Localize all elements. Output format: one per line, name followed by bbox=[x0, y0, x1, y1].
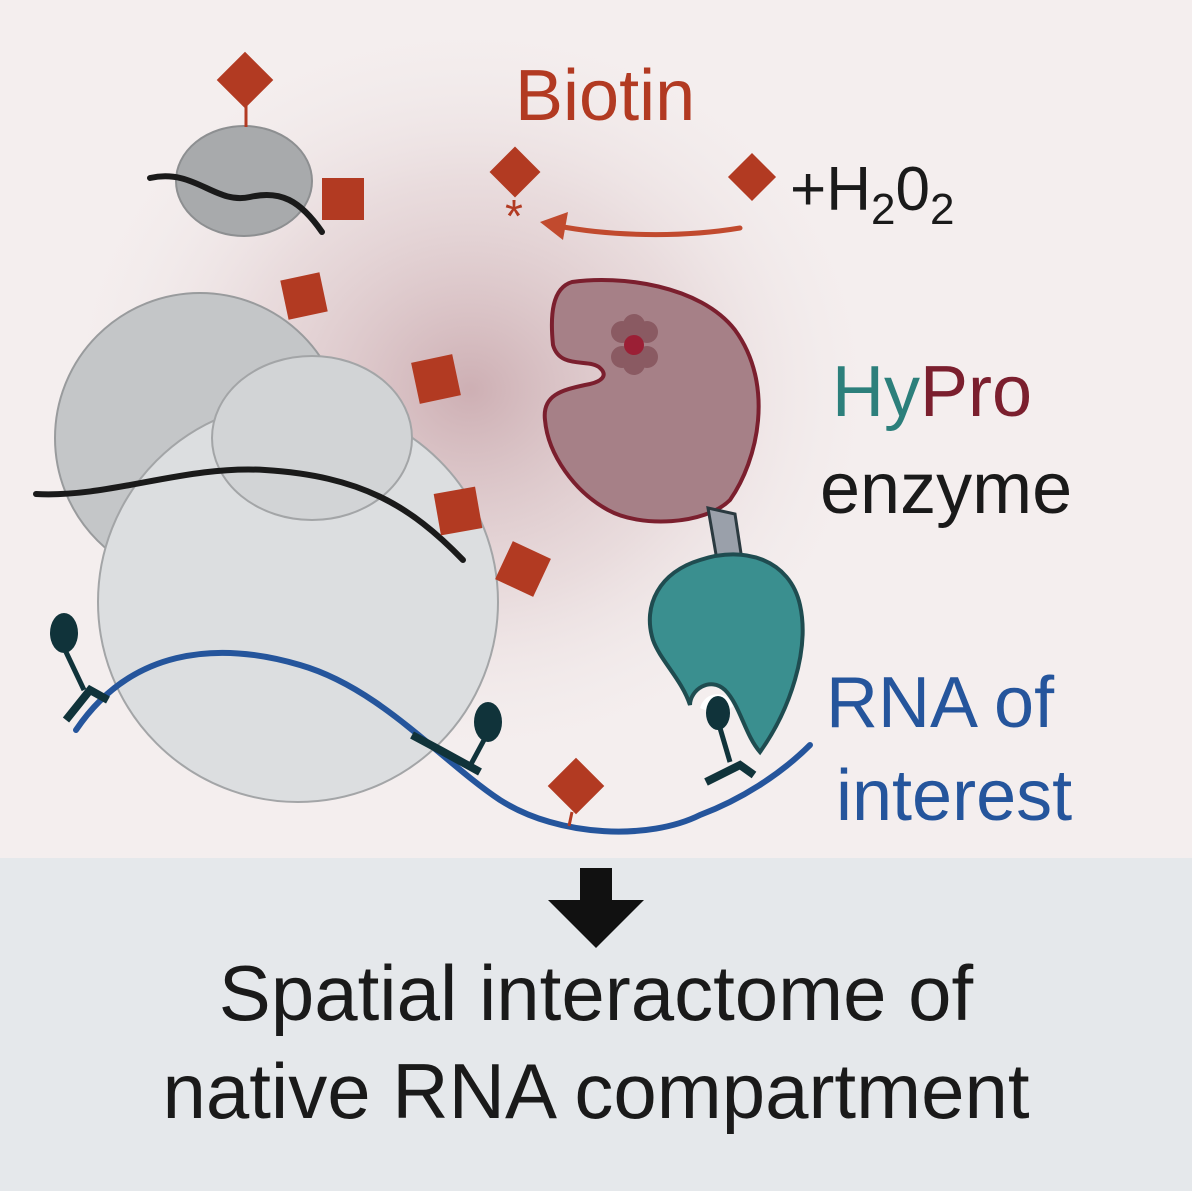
reaction-arrow-shaft bbox=[555, 223, 743, 238]
down-arrow-icon bbox=[548, 868, 644, 948]
complex-rna-strand bbox=[33, 466, 466, 563]
rna-label-line2: interest bbox=[836, 756, 1072, 836]
small-protein-complex bbox=[175, 125, 313, 237]
h2o2-label: +H202 bbox=[790, 155, 954, 234]
probe-icon bbox=[410, 702, 502, 776]
probe-icon bbox=[704, 696, 757, 786]
biotin-tag-square bbox=[280, 272, 328, 320]
rna-of-interest-strand bbox=[73, 649, 813, 835]
biotin-label: Biotin bbox=[515, 56, 695, 136]
biotin-tag-square bbox=[433, 486, 483, 536]
protein-complex-subunit bbox=[211, 355, 413, 521]
activated-biotin-star: * bbox=[505, 190, 523, 242]
reaction-arrowhead bbox=[540, 212, 568, 240]
antibody-body bbox=[647, 552, 805, 756]
tether-line bbox=[567, 811, 574, 827]
hypro-enzyme-body bbox=[542, 278, 761, 524]
biotin-tag-square bbox=[495, 541, 551, 597]
rna-biotin-tag-diamond bbox=[547, 757, 605, 815]
result-line1: Spatial interactome of bbox=[219, 949, 974, 1037]
biotin-tag-square bbox=[322, 178, 364, 220]
heme-icon bbox=[611, 314, 658, 375]
probe-icon bbox=[50, 613, 110, 723]
rna-label-line1: RNA of bbox=[826, 663, 1055, 743]
result-line2: native RNA compartment bbox=[162, 1047, 1029, 1135]
biotin-reactant-diamond bbox=[727, 152, 777, 202]
biotin-tag-square bbox=[411, 354, 461, 404]
enzyme-label: enzyme bbox=[820, 449, 1072, 529]
small-complex-rna-strand bbox=[147, 173, 325, 235]
hypro-label: HyPro bbox=[832, 352, 1032, 432]
